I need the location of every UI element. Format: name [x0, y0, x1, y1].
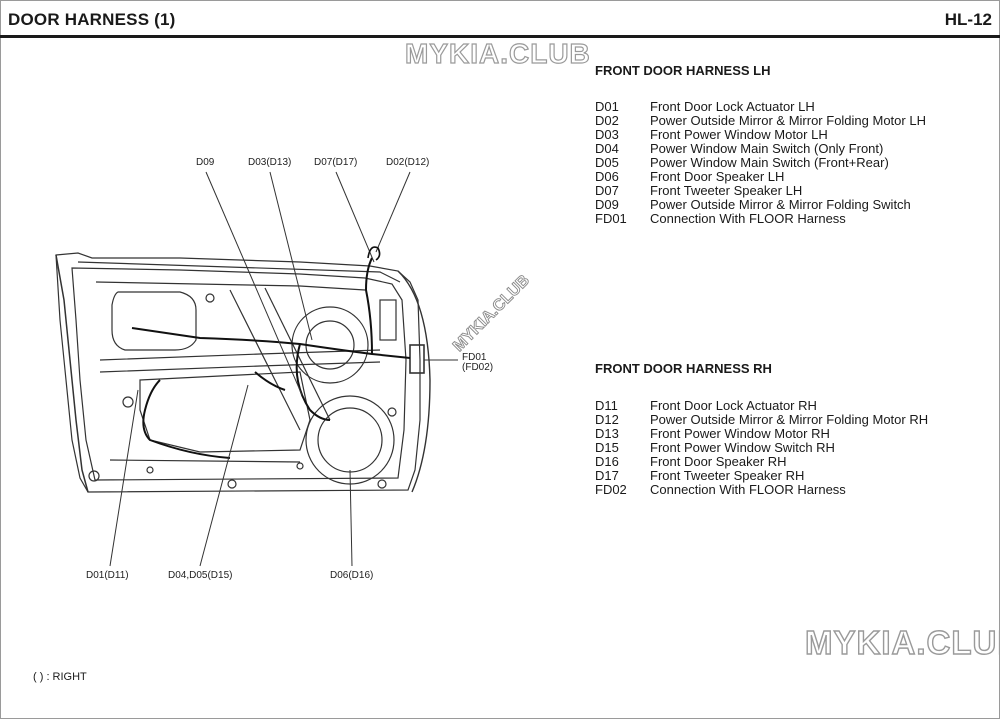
connector-code: D04: [595, 141, 619, 156]
watermark-top: MYKIA.CLUB: [404, 37, 591, 69]
leader-d01: [109, 389, 139, 567]
connector-description: Front Door Lock Actuator LH: [650, 99, 815, 114]
callout-d03: D03(D13): [248, 157, 292, 168]
lh-section-title: FRONT DOOR HARNESS LH: [595, 63, 771, 78]
window-sill-line: [77, 261, 401, 283]
connector-description: Power Window Main Switch (Front+Rear): [650, 155, 889, 170]
speaker-inner: [317, 407, 383, 473]
callout-fd02: (FD02): [462, 362, 494, 373]
window-motor-outline: [291, 306, 369, 384]
connector-code: D16: [595, 454, 619, 469]
harness-wire-main: [131, 327, 411, 359]
connector-list-item: D11 Front Door Lock Actuator RH: [595, 399, 928, 413]
connector-code: FD01: [595, 211, 627, 226]
connector-code: D02: [595, 113, 619, 128]
door-outer-panel: [55, 252, 421, 493]
connector-list-item: D13 Front Power Window Motor RH: [595, 427, 928, 441]
connector-description: Power Outside Mirror & Mirror Folding Mo…: [650, 113, 926, 128]
watermark-bottom: MYKIA.CLUB: [804, 623, 1000, 661]
connector-description: Power Outside Mirror & Mirror Folding Sw…: [650, 197, 911, 212]
connector-list-item: D05 Power Window Main Switch (Front+Rear): [595, 156, 926, 170]
connector-code: FD02: [595, 482, 627, 497]
stiffener-1: [99, 349, 381, 361]
connector-list-item: D03 Front Power Window Motor LH: [595, 128, 926, 142]
legend-note: ( ) : RIGHT: [33, 671, 87, 683]
connector-description: Connection With FLOOR Harness: [650, 482, 846, 497]
connector-code: D07: [595, 183, 619, 198]
rh-section-title: FRONT DOOR HARNESS RH: [595, 361, 772, 376]
callout-fd01: FD01: [462, 352, 487, 363]
connector-list-item: D02 Power Outside Mirror & Mirror Folding…: [595, 114, 926, 128]
connector-description: Front Door Speaker LH: [650, 169, 785, 184]
leader-d02: [375, 171, 411, 253]
lower-cutout: [139, 371, 311, 453]
regulator-rail-1: [229, 289, 301, 431]
connector-list-item: D01 Front Door Lock Actuator LH: [595, 100, 926, 114]
connector-code: D15: [595, 440, 619, 455]
harness-wire-branch-down: [142, 379, 231, 459]
window-frame-inner: [95, 281, 366, 291]
harness-wire-mid: [254, 371, 286, 391]
door-inner-panel: [71, 267, 407, 481]
connector-list-item: D04 Power Window Main Switch (Only Front): [595, 142, 926, 156]
connector-description: Front Tweeter Speaker LH: [650, 183, 803, 198]
callout-d02: D02(D12): [386, 157, 430, 168]
connector-code: D09: [595, 197, 619, 212]
connector-list-item: D06 Front Door Speaker LH: [595, 170, 926, 184]
callout-d04: D04,D05(D15): [168, 570, 233, 581]
stiffener-3: [109, 459, 301, 463]
connector-description: Front Power Window Motor RH: [650, 426, 830, 441]
connector-code: D06: [595, 169, 619, 184]
connector-list-item: D15 Front Power Window Switch RH: [595, 441, 928, 455]
callout-d01: D01(D11): [86, 570, 129, 581]
connector-list-item: D07 Front Tweeter Speaker LH: [595, 184, 926, 198]
leader-d04: [199, 384, 249, 567]
tweeter-connector: [367, 246, 381, 261]
connector-description: Connection With FLOOR Harness: [650, 211, 846, 226]
door-front-edge: [55, 254, 89, 493]
stiffener-2: [99, 361, 381, 373]
connector-description: Front Door Lock Actuator RH: [650, 398, 817, 413]
connector-description: Front Power Window Motor LH: [650, 127, 828, 142]
leader-d06: [349, 469, 353, 567]
callout-d07: D07(D17): [314, 157, 358, 168]
connector-description: Power Window Main Switch (Only Front): [650, 141, 884, 156]
harness-wire-tweeter: [364, 257, 373, 355]
connector-code: D17: [595, 468, 619, 483]
page-number: HL-12: [944, 10, 992, 29]
connector-description: Front Door Speaker RH: [650, 454, 787, 469]
connector-list-item: FD01 Connection With FLOOR Harness: [595, 212, 926, 226]
page-header: DOOR HARNESS (1) HL-12: [0, 0, 1000, 38]
connector-list-item: D17 Front Tweeter Speaker RH: [595, 469, 928, 483]
connector-code: D12: [595, 412, 619, 427]
page-title: DOOR HARNESS (1): [8, 10, 176, 29]
lock-actuator: [379, 299, 397, 341]
connector-code: D11: [595, 398, 618, 413]
callout-d09: D09: [196, 157, 215, 168]
callout-d06: D06(D16): [330, 570, 374, 581]
leader-d07: [335, 171, 375, 263]
leader-d09: [205, 171, 303, 396]
door-rear-edge: [397, 270, 431, 493]
connector-code: D05: [595, 155, 619, 170]
connector-description: Power Outside Mirror & Mirror Folding Mo…: [650, 412, 929, 427]
connector-code: D03: [595, 127, 619, 142]
leader-d03: [269, 171, 313, 341]
connector-description: Front Tweeter Speaker RH: [650, 468, 805, 483]
connector-list-item: D12 Power Outside Mirror & Mirror Folding…: [595, 413, 928, 427]
harness-wire-branch-speaker: [295, 343, 331, 421]
connector-list-item: D09 Power Outside Mirror & Mirror Folding…: [595, 198, 926, 212]
upper-cutout: [111, 291, 197, 351]
rh-connector-list: D11 Front Door Lock Actuator RH D12 Power O…: [595, 399, 928, 497]
connector-code: D01: [595, 99, 619, 114]
connector-list-item: FD02 Connection With FLOOR Harness: [595, 483, 928, 497]
connector-description: Front Power Window Switch RH: [650, 440, 835, 455]
connector-code: D13: [595, 426, 619, 441]
fd01-connector: [409, 344, 425, 374]
connector-list-item: D16 Front Door Speaker RH: [595, 455, 928, 469]
